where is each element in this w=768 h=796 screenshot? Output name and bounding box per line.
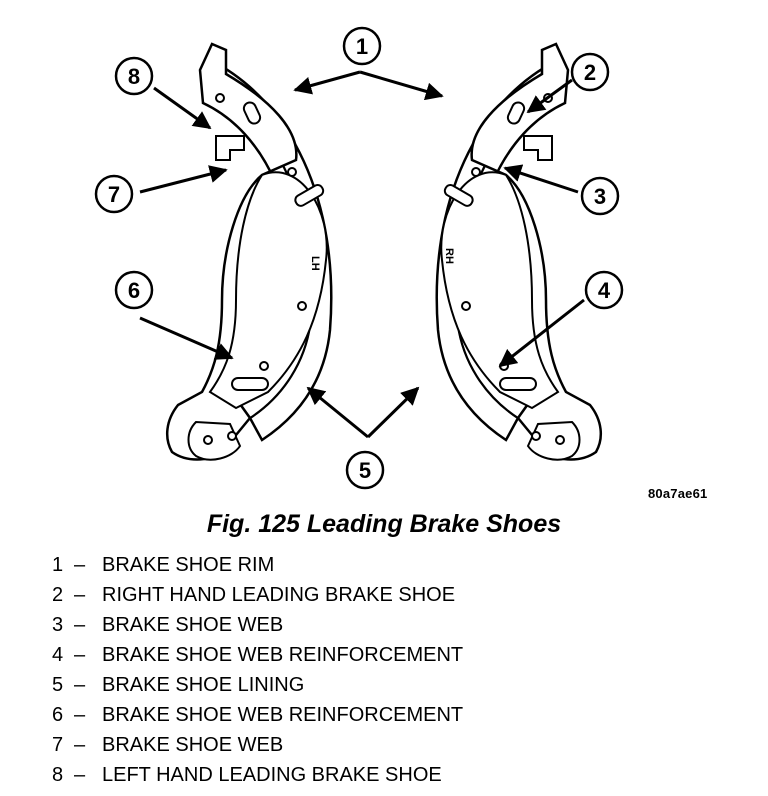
svg-text:5: 5 bbox=[359, 458, 371, 483]
callout-8: 8 bbox=[114, 56, 154, 96]
svg-text:4: 4 bbox=[598, 278, 611, 303]
callout-7: 7 bbox=[94, 174, 134, 214]
callout-6: 6 bbox=[114, 270, 154, 310]
callout-5: 5 bbox=[345, 450, 385, 490]
right-hand-leading-brake-shoe bbox=[435, 42, 603, 461]
svg-text:7: 7 bbox=[108, 182, 120, 207]
svg-text:2: 2 bbox=[584, 60, 596, 85]
svg-text:6: 6 bbox=[128, 278, 140, 303]
figure-code: 80a7ae61 bbox=[648, 486, 708, 501]
svg-text:1: 1 bbox=[356, 34, 368, 59]
legend-item: 2–RIGHT HAND LEADING BRAKE SHOE bbox=[52, 584, 456, 606]
left-hand-leading-brake-shoe bbox=[165, 42, 333, 461]
callout-3: 3 bbox=[580, 176, 620, 216]
svg-text:3: 3 bbox=[594, 184, 606, 209]
left-shoe-mark: LH bbox=[309, 256, 321, 271]
callout-4: 4 bbox=[584, 270, 624, 310]
callout-1: 1 bbox=[342, 26, 382, 66]
legend-item: 6–BRAKE SHOE WEB REINFORCEMENT bbox=[52, 704, 464, 726]
legend-item: 1–BRAKE SHOE RIM bbox=[52, 554, 275, 576]
legend-item: 3–BRAKE SHOE WEB bbox=[52, 614, 284, 636]
leader-arrows bbox=[139, 70, 585, 439]
figure-caption: Fig. 125 Leading Brake Shoes bbox=[206, 510, 562, 538]
legend-item: 5–BRAKE SHOE LINING bbox=[52, 674, 305, 696]
callout-2: 2 bbox=[570, 52, 610, 92]
right-shoe-mark: RH bbox=[443, 248, 455, 264]
legend-item: 7–BRAKE SHOE WEB bbox=[52, 734, 284, 756]
legend-item: 8–LEFT HAND LEADING BRAKE SHOE bbox=[52, 764, 442, 786]
legend-list: 1–BRAKE SHOE RIM 2–RIGHT HAND LEADING BR… bbox=[52, 553, 463, 793]
svg-text:8: 8 bbox=[128, 64, 140, 89]
legend-item: 4–BRAKE SHOE WEB REINFORCEMENT bbox=[52, 644, 464, 666]
brake-shoes-diagram: LH RH 1 2 3 4 5 6 bbox=[94, 26, 624, 490]
